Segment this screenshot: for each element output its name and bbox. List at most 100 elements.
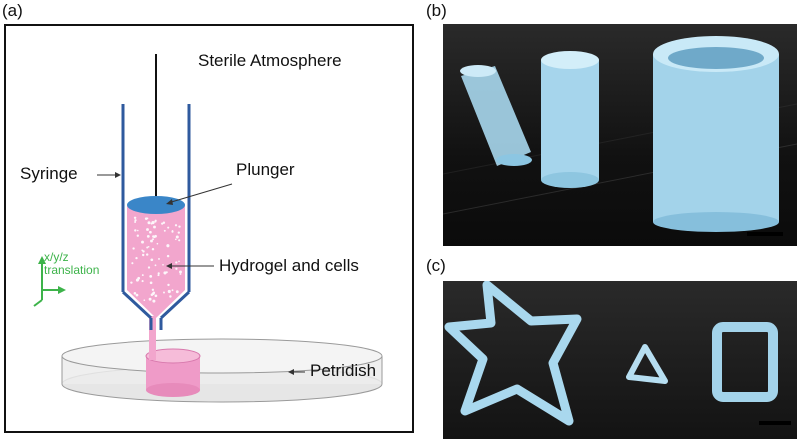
cell-dot (147, 221, 151, 225)
tube-small-photo (460, 65, 532, 166)
cell-dot (150, 258, 154, 262)
cell-dot (167, 289, 171, 294)
cell-dot (142, 250, 145, 253)
cell-dot (157, 274, 160, 277)
cell-dot (178, 225, 181, 228)
plunger-label: Plunger (236, 160, 295, 179)
cell-dot (133, 216, 137, 220)
scale-bar-b (747, 232, 783, 236)
cell-dot (179, 273, 182, 275)
cell-dot (163, 271, 167, 275)
cell-dot (141, 280, 144, 283)
scale-bar-c (759, 421, 791, 425)
cell-dot (175, 267, 178, 270)
cell-dot (150, 293, 154, 296)
cell-dot (141, 274, 144, 277)
cell-dot (146, 228, 149, 231)
cell-dot (135, 293, 139, 297)
plunger-head (127, 196, 185, 214)
panel-label-a: (a) (2, 1, 23, 20)
cell-dot (166, 244, 170, 248)
cell-dot (130, 281, 133, 284)
cell-dot (137, 229, 139, 232)
bioprinter-diagram-frame (4, 24, 414, 433)
sterile-atmosphere-label: Sterile Atmosphere (198, 51, 342, 70)
photo-printed-shapes (443, 281, 797, 439)
cell-dot (154, 234, 157, 238)
tube-medium-photo (541, 51, 599, 188)
cell-dot (167, 226, 170, 229)
cell-dot (154, 294, 158, 298)
cell-dot (146, 217, 149, 220)
cell-dot (162, 263, 164, 266)
syringe-label: Syringe (20, 164, 78, 183)
cell-dot (136, 278, 139, 281)
xyz-axes-icon (33, 256, 66, 307)
cell-dot (146, 246, 149, 249)
cell-dot (154, 264, 157, 267)
translation-label: translation (44, 263, 100, 277)
cell-dot (165, 271, 168, 274)
cell-dot (146, 235, 150, 238)
cell-dot (163, 291, 165, 294)
cell-dot (161, 222, 164, 225)
cell-dot (153, 225, 156, 229)
cell-dot (143, 299, 146, 302)
extrusion-stream (149, 316, 156, 360)
cell-dot (179, 270, 182, 274)
photo-printed-tubes (443, 24, 797, 246)
star-construct-photo (444, 281, 582, 426)
cell-dot (149, 281, 153, 285)
cell-dot (141, 249, 144, 252)
cell-dot (174, 238, 177, 241)
cell-dot (157, 272, 160, 275)
cell-dot (134, 229, 137, 232)
hydrogel-cells-label: Hydrogel and cells (219, 256, 359, 275)
cell-dot (167, 283, 170, 287)
cell-dot (141, 240, 144, 244)
cell-dot (133, 292, 137, 295)
cell-dot (177, 231, 180, 234)
cell-dot (158, 257, 160, 260)
printed-construct (145, 348, 201, 397)
panel-label-b: (b) (426, 1, 447, 20)
cell-dot (156, 242, 159, 245)
cell-dot (147, 266, 151, 269)
cell-dot (151, 288, 155, 291)
cell-dot (149, 230, 152, 234)
panel-label-c: (c) (426, 256, 446, 275)
cell-dot (148, 297, 152, 301)
cell-dot (147, 245, 150, 248)
cell-dot (152, 238, 154, 241)
cell-dot (162, 221, 166, 224)
tube-large-photo (653, 36, 779, 232)
cell-dot (146, 253, 149, 256)
petridish-illustration (61, 338, 383, 403)
petridish-label: Petridish (310, 361, 377, 380)
cell-dot (141, 253, 145, 257)
cell-dot (174, 224, 178, 227)
cell-dot (171, 230, 174, 233)
cell-dot (175, 235, 179, 239)
square-construct-photo (712, 322, 778, 402)
cell-dot (131, 262, 134, 265)
cell-dot (134, 219, 137, 222)
cell-dot (166, 254, 170, 258)
cell-dot (150, 239, 153, 243)
cell-dot (171, 289, 174, 292)
cell-dot (135, 256, 138, 260)
cell-dot (150, 222, 153, 225)
cell-dot (151, 247, 155, 251)
cell-dot (169, 295, 172, 298)
cell-dot (154, 220, 157, 223)
cell-dot (175, 290, 179, 294)
cell-dot (163, 229, 166, 232)
cell-dot (152, 299, 156, 303)
cell-dot (134, 221, 137, 223)
cell-dot (149, 275, 153, 278)
xyz-label: x/y/z (44, 250, 69, 264)
triangle-construct-photo (626, 344, 668, 384)
cell-dot (178, 239, 181, 242)
cell-dot (175, 261, 178, 264)
